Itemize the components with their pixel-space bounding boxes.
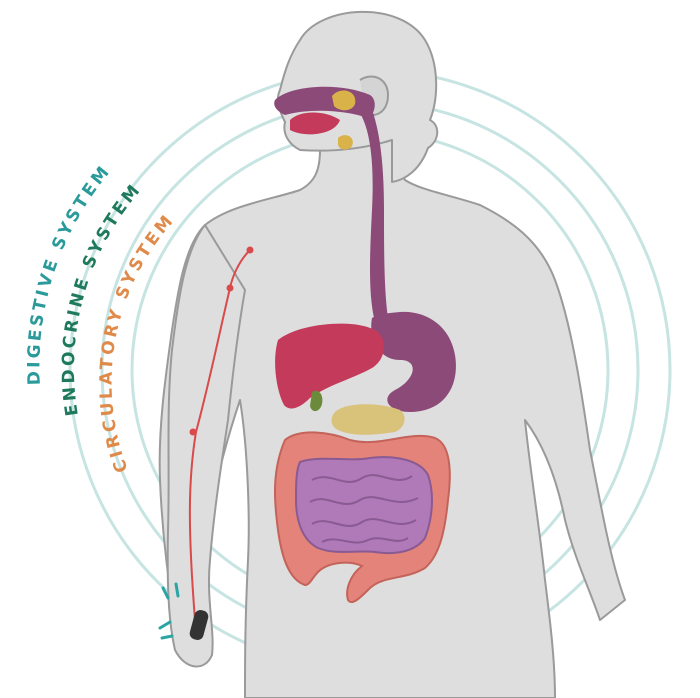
vessel-line: [188, 246, 254, 621]
vessel-node: [189, 428, 197, 436]
pancreas: [331, 404, 405, 435]
wearable-sensor-icon: [189, 610, 209, 640]
signal-icon: [158, 582, 180, 640]
esophagus: [358, 100, 388, 318]
digestive-organs: [273, 86, 456, 604]
liver: [275, 323, 384, 409]
stomach: [371, 311, 456, 412]
left-arm: [166, 224, 246, 668]
small-intestine-folds: [309, 474, 419, 544]
salivary-glands: [332, 90, 356, 150]
vessel-node: [226, 284, 234, 292]
small-intestine: [294, 456, 433, 555]
gallbladder: [310, 390, 323, 412]
tongue: [290, 112, 340, 135]
vessel-node: [246, 246, 254, 254]
